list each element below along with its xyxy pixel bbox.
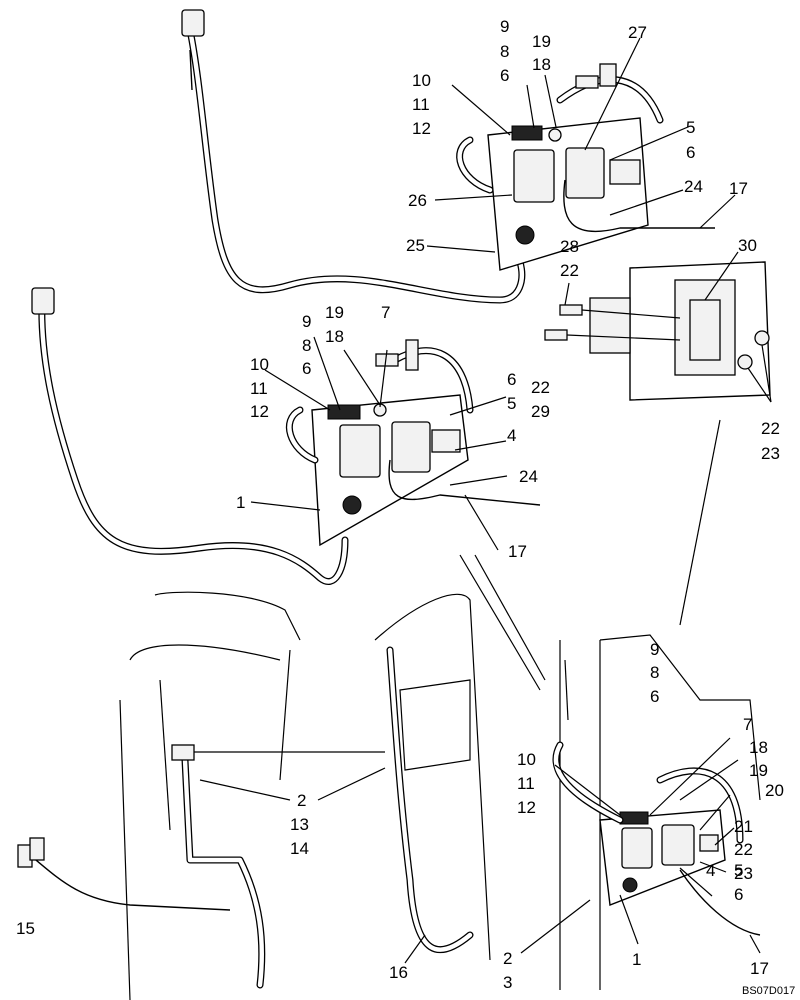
callout: 12 <box>412 119 431 138</box>
callout: 4 <box>507 426 516 445</box>
callout: 18 <box>325 327 344 346</box>
callout: 6 <box>500 66 509 85</box>
callout: 21 <box>734 817 753 836</box>
callout: 9 <box>302 312 311 331</box>
callout: 22 <box>531 378 550 397</box>
callout: 28 <box>560 237 579 256</box>
callout: 7 <box>381 303 390 322</box>
callout: 2 <box>503 949 512 968</box>
callout: 26 <box>408 191 427 210</box>
callout: 23 <box>761 444 780 463</box>
callout: 1 <box>236 493 245 512</box>
callout: 25 <box>406 236 425 255</box>
callout: 11 <box>250 379 268 398</box>
callout: 6 <box>507 370 516 389</box>
callout: 2 <box>297 791 306 810</box>
callout: 6 <box>734 885 743 904</box>
callout: 29 <box>531 402 550 421</box>
middle-harness-assembly <box>31 287 541 585</box>
harness-connector-icon <box>181 9 205 37</box>
top-harness-assembly <box>181 9 715 304</box>
callout: 10 <box>517 750 536 769</box>
callout-labels: 9 8 6 19 18 27 10 11 12 5 6 26 24 17 25 … <box>16 17 795 997</box>
leader-lines <box>199 37 772 964</box>
callout: 12 <box>250 402 269 421</box>
callout: 20 <box>765 781 784 800</box>
callout: 13 <box>290 815 309 834</box>
callout: 12 <box>517 798 536 817</box>
callout: 5 <box>734 861 743 880</box>
callout: 22 <box>761 419 780 438</box>
callout: 8 <box>650 663 659 682</box>
cab-interior-view <box>17 591 385 1000</box>
callout: 24 <box>684 177 703 196</box>
callout: 19 <box>532 32 551 51</box>
callout: 9 <box>500 17 509 36</box>
callout: 6 <box>686 143 695 162</box>
callout: 18 <box>532 55 551 74</box>
callout: 23 <box>734 864 753 883</box>
relay-box-icon <box>513 149 555 203</box>
frame-view <box>374 593 761 990</box>
callout: 11 <box>412 95 430 114</box>
callout: 4 <box>706 861 715 880</box>
bracket-detail-inset <box>544 261 771 401</box>
callout: 16 <box>389 963 408 982</box>
callout: 7 <box>743 715 752 734</box>
callout: 19 <box>325 303 344 322</box>
callout: 24 <box>519 467 538 486</box>
callout: 9 <box>650 640 659 659</box>
callout: 11 <box>517 774 535 793</box>
harness-connector-icon <box>31 287 55 315</box>
callout: 5 <box>507 394 516 413</box>
callout: 6 <box>302 359 311 378</box>
callout: 30 <box>738 236 757 255</box>
callout: 14 <box>290 839 309 858</box>
callout: 19 <box>749 761 768 780</box>
callout: 10 <box>250 355 269 374</box>
callout: 17 <box>750 959 769 978</box>
callout: 8 <box>302 336 311 355</box>
callout: 15 <box>16 919 35 938</box>
callout: 22 <box>734 840 753 859</box>
callout: 17 <box>508 542 527 561</box>
callout: 8 <box>500 42 509 61</box>
diagram-code: BS07D017 <box>742 985 795 997</box>
callout: 17 <box>729 179 748 198</box>
callout: 22 <box>560 261 579 280</box>
callout: 27 <box>628 23 647 42</box>
callout: 18 <box>749 738 768 757</box>
grommet-icon <box>515 225 535 245</box>
callout: 3 <box>503 973 512 992</box>
callout: 1 <box>632 950 641 969</box>
callout: 5 <box>686 118 695 137</box>
callout: 10 <box>412 71 431 90</box>
callout: 6 <box>650 687 659 706</box>
